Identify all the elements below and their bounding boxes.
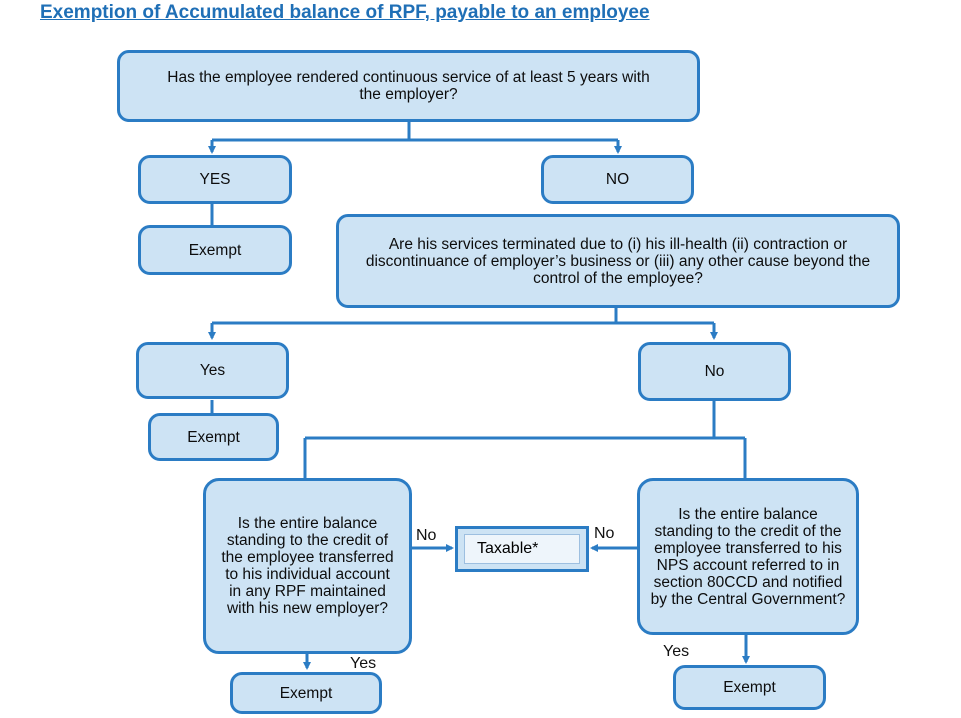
taxable-node: Taxable*	[455, 526, 589, 572]
question-rpf-transfer-text: Is the entire balance standing to the cr…	[221, 515, 394, 617]
question-rpf-transfer: Is the entire balance standing to the cr…	[203, 478, 412, 654]
no-node-1-label: NO	[605, 171, 630, 188]
yes-node-1: YES	[138, 155, 292, 204]
edge-label-no-left: No	[416, 527, 437, 544]
question-termination-cause: Are his services terminated due to (i) h…	[336, 214, 900, 308]
question-nps-transfer-text: Is the entire balance standing to the cr…	[650, 505, 846, 608]
exempt-node-2: Exempt	[148, 413, 279, 461]
no-node-2-label: No	[704, 363, 725, 380]
question-termination-cause-text: Are his services terminated due to (i) h…	[365, 235, 871, 287]
question-nps-transfer: Is the entire balance standing to the cr…	[637, 478, 859, 635]
yes-node-2-label: Yes	[199, 362, 226, 379]
edge-label-yes-right: Yes	[663, 643, 690, 660]
no-node-2: No	[638, 342, 791, 401]
edge-label-yes-left: Yes	[350, 655, 377, 672]
exempt-node-2-label: Exempt	[187, 428, 240, 446]
exempt-node-4-label: Exempt	[723, 679, 776, 696]
question-continuous-service-text: Has the employee rendered continuous ser…	[167, 69, 650, 103]
page-title: Exemption of Accumulated balance of RPF,…	[40, 2, 650, 23]
taxable-node-label: Taxable*	[477, 540, 539, 557]
edge-label-no-right: No	[594, 525, 615, 542]
no-node-1: NO	[541, 155, 694, 204]
exempt-node-3-label: Exempt	[279, 684, 333, 702]
exempt-node-1: Exempt	[138, 225, 292, 275]
exempt-node-3: Exempt	[230, 672, 382, 714]
yes-node-2: Yes	[136, 342, 289, 399]
yes-node-1-label: YES	[199, 171, 231, 188]
exempt-node-4: Exempt	[673, 665, 826, 710]
taxable-node-inner: Taxable*	[464, 534, 580, 564]
question-continuous-service: Has the employee rendered continuous ser…	[117, 50, 700, 122]
exempt-node-1-label: Exempt	[188, 241, 242, 259]
